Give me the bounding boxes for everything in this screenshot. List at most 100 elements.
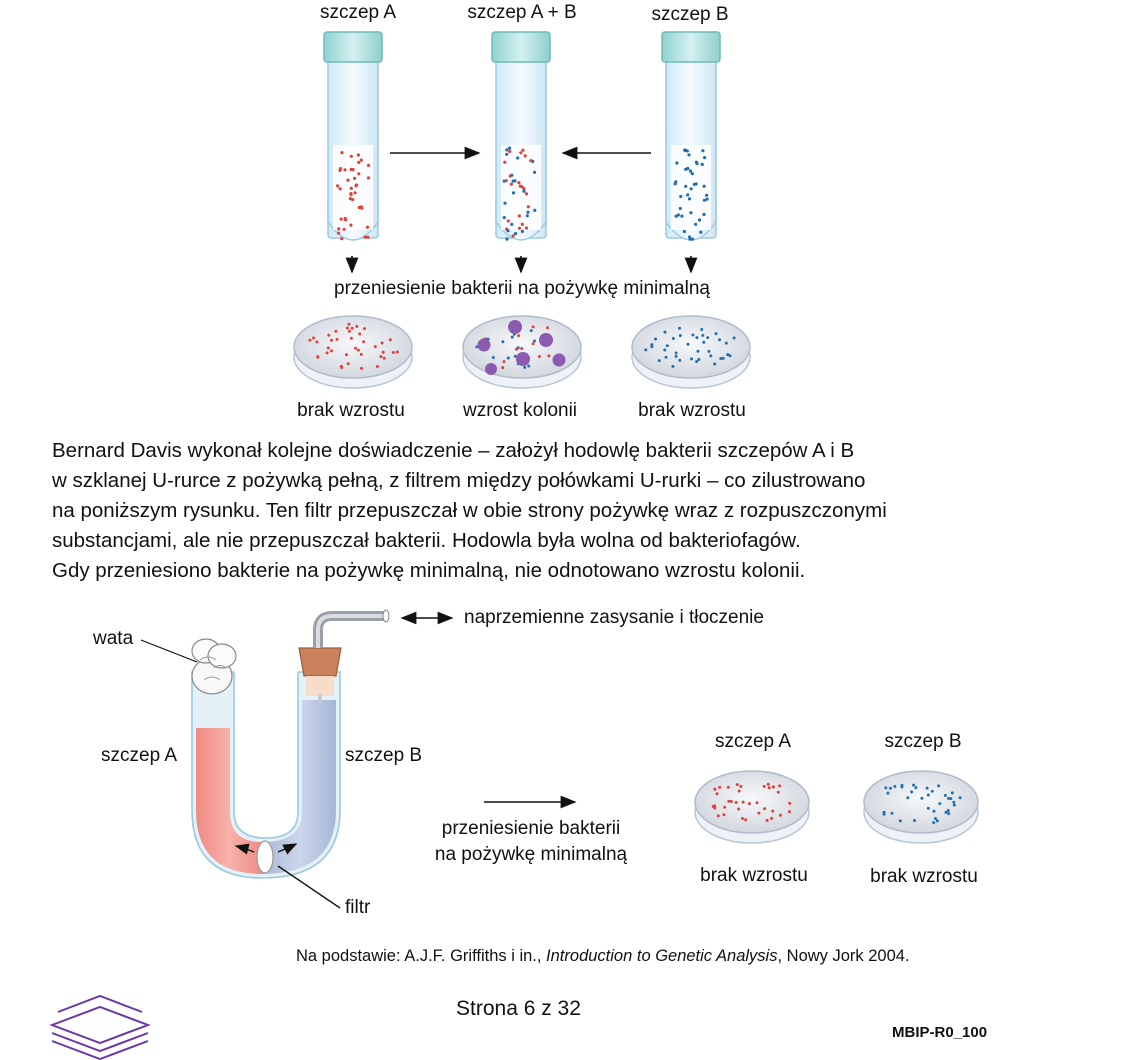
bacterium-dot: [523, 365, 527, 369]
strain-a-cells: [336, 151, 371, 241]
bacterium-dot: [702, 198, 707, 202]
bacterium-dot: [523, 154, 527, 158]
colony: [516, 352, 530, 366]
bacterium-dot: [702, 212, 706, 216]
bacterium-dot: [729, 800, 733, 803]
bacterium-dot: [926, 793, 930, 797]
bacterium-dot: [718, 785, 722, 789]
bacterium-dot: [694, 222, 698, 226]
bacterium-dot: [737, 807, 741, 811]
bacterium-dot: [695, 161, 699, 166]
bacterium-dot: [520, 185, 524, 189]
cork-stopper: [298, 647, 342, 677]
bacterium-dot: [354, 346, 358, 350]
bacterium-dot: [687, 153, 691, 157]
bacterium-dot: [343, 216, 347, 221]
bacterium-dot: [709, 354, 713, 358]
bacterium-dot: [501, 340, 505, 344]
bacterium-dot: [347, 329, 351, 333]
bacterium-dot: [654, 337, 657, 341]
bacterium-dot: [516, 156, 520, 160]
bacterium-dot: [930, 789, 934, 793]
bacterium-dot: [375, 365, 379, 368]
bacterium-dot: [674, 354, 678, 358]
bacterium-dot: [513, 354, 517, 358]
strain-b-cells: [673, 148, 709, 241]
bacterium-dot: [334, 329, 338, 333]
bacterium-dot: [366, 176, 371, 180]
bacterium-dot: [925, 786, 929, 790]
bacterium-dot: [531, 325, 535, 329]
bacterium-dot: [381, 350, 385, 354]
bacterium-dot: [952, 803, 956, 807]
bacterium-dot: [715, 792, 719, 796]
bacterium-dot: [515, 347, 518, 351]
bacterium-dot: [519, 151, 523, 155]
bacterium-dot: [340, 237, 344, 241]
bacterium-dot: [520, 222, 524, 226]
bacterium-dot: [359, 205, 363, 209]
bacterium-dot: [702, 184, 706, 188]
dish-result-ab: wzrost kolonii: [462, 400, 578, 421]
bacterium-dot: [547, 354, 551, 358]
bacterium-dot: [734, 801, 738, 804]
bacterium-dot: [365, 225, 370, 229]
bacterium-dot: [703, 156, 707, 160]
bacterium-dot: [744, 818, 748, 822]
source-suffix: , Nowy Jork 2004.: [777, 947, 910, 965]
bacterium-dot: [326, 346, 330, 350]
bacterium-dot: [335, 337, 339, 341]
flow-arrow-right: [277, 843, 298, 855]
bacterium-dot: [501, 366, 505, 370]
bacterium-dot: [696, 349, 700, 353]
petri-dish-strain-b: [863, 770, 979, 844]
bacterium-dot: [914, 786, 918, 790]
bacterium-dot: [505, 237, 509, 241]
bacterium-dot: [345, 326, 349, 330]
pump-pipe: [313, 611, 384, 648]
bacterium-dot: [510, 222, 514, 226]
source-title: Introduction to Genetic Analysis: [546, 947, 778, 965]
bacterium-dot: [546, 326, 549, 330]
bacterium-dot: [788, 801, 792, 805]
bacterium-dot: [680, 214, 684, 218]
dish-b-title: szczep B: [884, 731, 962, 752]
bacterium-dot: [520, 229, 525, 233]
bacterium-dot: [339, 167, 343, 171]
paragraph-line: Bernard Davis wykonał kolejne doświadcze…: [52, 439, 855, 462]
bacterium-dot: [678, 334, 682, 337]
bacterium-dot: [363, 327, 366, 331]
bacterium-dot: [503, 201, 507, 205]
paragraph-line: w szklanej U-rurce z pożywką pełną, z fi…: [52, 469, 866, 492]
bacterium-dot: [671, 364, 675, 368]
bacterium-dot: [475, 345, 479, 349]
bacterium-dot: [503, 160, 507, 164]
bacterium-dot: [714, 332, 718, 336]
bacterium-dot: [349, 192, 353, 196]
bacterium-dot: [713, 806, 717, 810]
bacterium-dot: [678, 206, 682, 211]
bacterium-dot: [701, 333, 705, 337]
bacterium-dot: [691, 333, 695, 337]
dish-b-result: brak wzrostu: [870, 866, 978, 887]
wata-leader: [140, 639, 198, 663]
bacterium-dot: [685, 149, 689, 153]
bacterium-dot: [688, 169, 693, 173]
bacterium-dot: [707, 349, 711, 353]
bacterium-dot: [330, 349, 333, 353]
bacterium-dot: [726, 353, 730, 357]
bacterium-dot: [325, 351, 329, 355]
bacterium-dot: [308, 338, 312, 342]
bacterium-dot: [366, 235, 370, 239]
bacterium-dot: [934, 817, 937, 820]
bacterium-dot: [388, 338, 392, 342]
bacterium-dot: [702, 340, 706, 344]
paragraph-line: substancjami, ale nie przepuszczał bakte…: [52, 529, 801, 552]
tube-label-b: szczep B: [651, 4, 729, 25]
bacterium-dot: [505, 152, 509, 156]
bacterium-dot: [356, 153, 360, 157]
bacterium-dot: [537, 355, 541, 358]
bacterium-dot: [958, 796, 962, 800]
bacterium-dot: [650, 343, 654, 347]
bacterium-dot: [357, 160, 361, 165]
